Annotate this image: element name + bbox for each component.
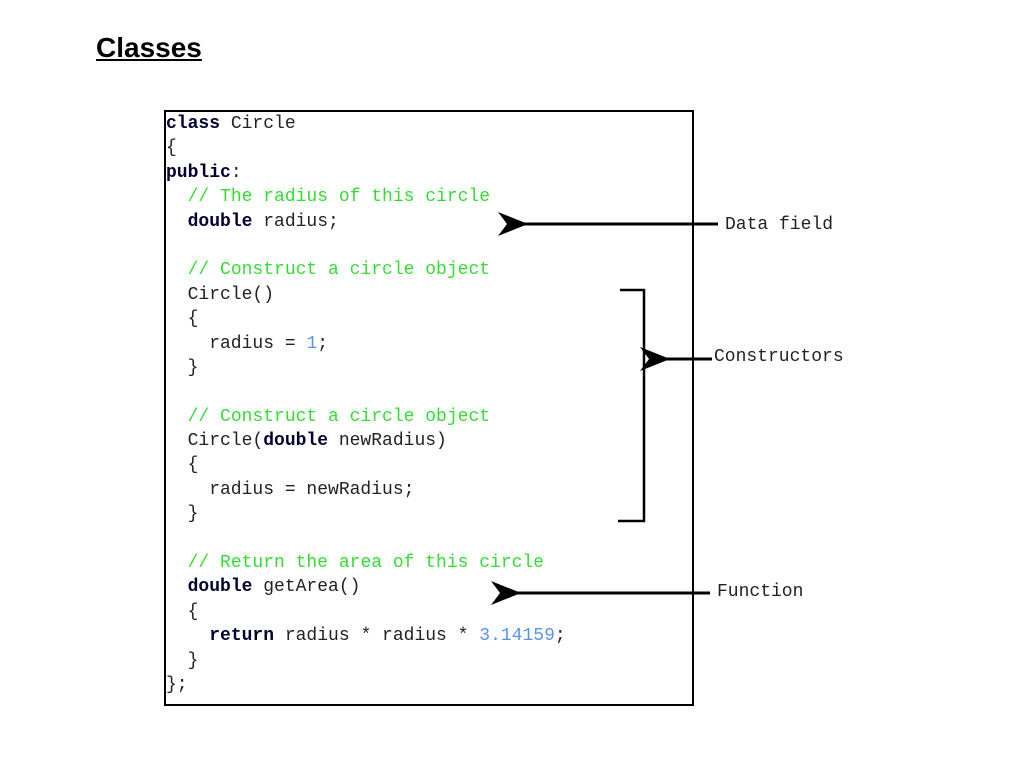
code-text: }; xyxy=(166,674,188,695)
code-text: { xyxy=(166,138,177,159)
code-line: { xyxy=(166,136,566,160)
code-listing-box: class Circle{public: // The radius of th… xyxy=(164,110,694,706)
constructors-label: Constructors xyxy=(714,347,844,367)
slide-title: Classes xyxy=(96,32,202,63)
code-text: { xyxy=(166,309,199,330)
code-line: } xyxy=(166,649,566,673)
code-keyword: double xyxy=(263,431,329,452)
code-text: radius = xyxy=(166,333,307,354)
function-label: Function xyxy=(717,582,804,602)
code-line: { xyxy=(166,307,566,331)
code-keyword: double xyxy=(187,577,253,598)
code-text: radius * radius * xyxy=(274,626,480,647)
code-text: Circle xyxy=(220,114,296,134)
code-text: radius; xyxy=(252,211,339,232)
code-line: // Return the area of this circle xyxy=(166,551,566,575)
code-text: } xyxy=(166,650,199,671)
code-text: ; xyxy=(317,333,329,354)
code-line: // Construct a circle object xyxy=(166,405,566,429)
code-line: public: xyxy=(166,161,566,185)
code-text: Circle( xyxy=(166,431,264,452)
code-line: Circle(double newRadius) xyxy=(166,429,566,453)
code-text: ; xyxy=(554,626,566,647)
data-field-label: Data field xyxy=(725,215,834,235)
code-line: } xyxy=(166,356,566,380)
code-text: } xyxy=(166,357,199,378)
code-line: double radius; xyxy=(166,210,566,234)
constructors-bracket xyxy=(618,288,646,523)
code-text: : xyxy=(230,162,242,183)
code-keyword: double xyxy=(187,211,253,232)
code-line: // Construct a circle object xyxy=(166,258,566,282)
code-line: class Circle xyxy=(166,112,566,136)
code-keyword: public xyxy=(166,162,231,183)
code-text: radius = newRadius; xyxy=(166,479,415,500)
code-keyword: return xyxy=(209,626,275,647)
code-line: radius = 1; xyxy=(166,332,566,356)
code-text: newRadius) xyxy=(328,431,447,452)
code-text: Circle() xyxy=(166,284,275,305)
code-line: double getArea() xyxy=(166,575,566,599)
code-line: { xyxy=(166,453,566,477)
code-number: 3.14159 xyxy=(479,626,555,647)
code-comment: // Construct a circle object xyxy=(187,406,491,427)
code-text: { xyxy=(166,601,199,622)
code-line: } xyxy=(166,502,566,526)
code-line: { xyxy=(166,600,566,624)
code-number: 1 xyxy=(306,333,318,354)
code-comment: // The radius of this circle xyxy=(187,187,491,208)
code-line: return radius * radius * 3.14159; xyxy=(166,624,566,648)
code-line: radius = newRadius; xyxy=(166,478,566,502)
code-comment: // Construct a circle object xyxy=(187,260,491,281)
code-comment: // Return the area of this circle xyxy=(187,553,545,574)
code-line: }; xyxy=(166,673,566,697)
code-keyword: class xyxy=(166,114,221,134)
code-line: // The radius of this circle xyxy=(166,185,566,209)
code-listing: class Circle{public: // The radius of th… xyxy=(166,112,566,697)
code-text: { xyxy=(166,455,199,476)
code-text: getArea() xyxy=(252,577,361,598)
code-line: Circle() xyxy=(166,283,566,307)
code-text: } xyxy=(166,504,199,525)
